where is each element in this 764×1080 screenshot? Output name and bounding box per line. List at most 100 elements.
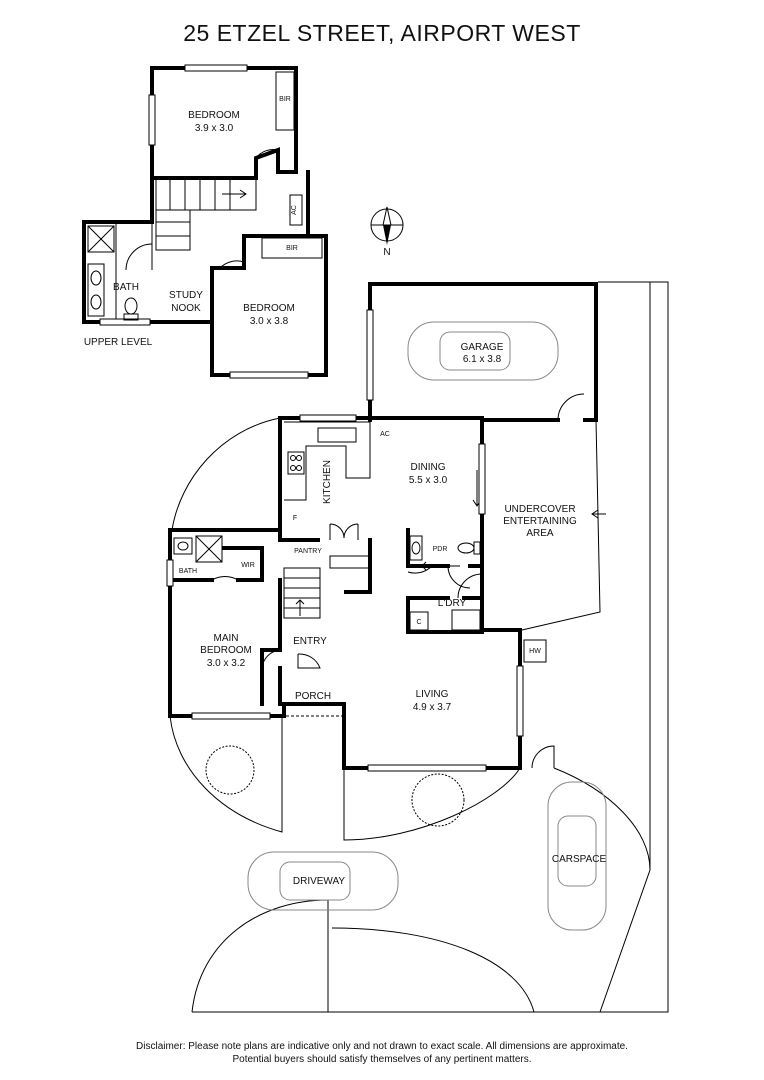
- bath-partition: [115, 222, 153, 322]
- bir-label: BIR: [279, 96, 291, 103]
- fridge-label: F: [293, 515, 297, 522]
- porch-label: PORCH: [295, 691, 331, 702]
- bath-upper-label: BATH: [113, 282, 139, 293]
- bir-cupboard: [275, 71, 295, 131]
- site-boundary: [192, 281, 669, 1013]
- cooktop: [287, 451, 305, 475]
- garden-curve: [171, 417, 281, 531]
- carspace-label: CARSPACE: [552, 854, 607, 865]
- wir-label: WIR: [241, 562, 255, 569]
- ac-unit: [289, 194, 303, 226]
- toilet: [173, 537, 193, 555]
- main-bedroom-label-2: BEDROOM: [200, 645, 252, 656]
- compass-icon: N: [370, 206, 404, 258]
- boundary-inner: [599, 282, 651, 1013]
- window: [366, 309, 374, 401]
- upper-level-label: UPPER LEVEL: [84, 337, 153, 348]
- undercover-label-2: ENTERTAINING: [503, 516, 577, 527]
- door-swing: [447, 565, 471, 589]
- pantry-label: PANTRY: [294, 548, 322, 555]
- shower: [195, 535, 223, 563]
- disclaimer: Disclaimer: Please note plans are indica…: [0, 1040, 764, 1066]
- driveway-label: DRIVEWAY: [293, 876, 346, 887]
- main-bedroom-label-1: MAIN: [214, 633, 239, 644]
- bedroom-upper-1-size: 3.9 x 3.0: [195, 123, 234, 134]
- vanity: [409, 535, 423, 561]
- bath-main-label: BATH: [179, 568, 197, 575]
- study-nook-label-1: STUDY: [169, 290, 203, 301]
- door-swing: [531, 745, 555, 769]
- window: [191, 712, 271, 720]
- carspace-car-icon: [547, 781, 607, 931]
- tree-icon: [411, 773, 465, 827]
- upper-stairs: [155, 177, 257, 251]
- undercover-boundary: [521, 419, 601, 631]
- window: [516, 665, 524, 737]
- bedroom-upper-2-label: BEDROOM: [243, 303, 295, 314]
- window: [367, 764, 487, 772]
- pdr-label: PDR: [433, 546, 448, 553]
- living-label: LIVING: [416, 689, 449, 700]
- door-swing: [211, 576, 239, 581]
- bedroom2-wall: [210, 234, 328, 377]
- laundry-tub: [451, 609, 481, 631]
- carspace-curve: [553, 767, 651, 871]
- door-swing: [255, 149, 279, 159]
- window: [99, 318, 151, 326]
- undercover-label-1: UNDERCOVER: [504, 504, 575, 515]
- internal-wall: [168, 546, 264, 582]
- disclaimer-line-2: Potential buyers should satisfy themselv…: [232, 1054, 532, 1065]
- bedroom-upper-2-size: 3.0 x 3.8: [250, 316, 289, 327]
- window: [299, 414, 357, 422]
- bedroom-upper-1-label: BEDROOM: [188, 110, 240, 121]
- door-swing: [457, 573, 483, 599]
- dining-label: DINING: [411, 462, 446, 473]
- internal-wall: [278, 528, 372, 594]
- dining-size: 5.5 x 3.0: [409, 475, 448, 486]
- door-swing: [219, 260, 245, 269]
- hw-unit: [523, 639, 547, 663]
- undercover-label-3: AREA: [526, 528, 554, 539]
- laundry-label: L'DRY: [438, 598, 467, 609]
- entry-label: ENTRY: [293, 636, 327, 647]
- shower: [87, 225, 115, 253]
- door-swing: [407, 565, 433, 574]
- window: [184, 64, 248, 72]
- door-swing: [125, 243, 153, 271]
- main-bedroom-size: 3.0 x 3.2: [207, 658, 246, 669]
- door-swing: [261, 649, 281, 669]
- ground-level: GARAGE 6.1 x 3.8 AC DINING 5.5 x 3.0 KIT…: [166, 281, 669, 1013]
- bir-label: BIR: [286, 245, 298, 252]
- kitchen-label: KITCHEN: [322, 460, 333, 504]
- window: [478, 443, 486, 515]
- ac-label: AC: [291, 205, 298, 215]
- bir-cupboard: [261, 237, 323, 259]
- garage-label: GARAGE: [461, 342, 504, 353]
- cupboard-label: C: [416, 619, 421, 626]
- tree-icon: [205, 745, 255, 795]
- window: [229, 371, 309, 379]
- garage-size: 6.1 x 3.8: [463, 354, 502, 365]
- upper-level: BEDROOM 3.9 x 3.0 BIR AC BIR BATH STUDY …: [82, 64, 328, 379]
- disclaimer-line-1: Disclaimer: Please note plans are indica…: [136, 1041, 628, 1052]
- door-swing: [297, 653, 321, 669]
- internal-wall: [260, 578, 282, 706]
- study-nook-label-2: NOOK: [171, 303, 201, 314]
- garage-car-icon: [407, 321, 559, 381]
- driveway-curve: [331, 927, 535, 1013]
- living-size: 4.9 x 3.7: [413, 702, 452, 713]
- driveway-curve: [191, 899, 329, 1013]
- page-title: 25 ETZEL STREET, AIRPORT WEST: [183, 20, 581, 46]
- ac-label: AC: [380, 431, 390, 438]
- pantry-door: [329, 523, 359, 540]
- sink: [317, 427, 357, 443]
- hw-label: HW: [529, 648, 541, 655]
- window: [166, 559, 174, 587]
- garden-curve: [343, 767, 521, 841]
- kitchen-bench: [284, 421, 371, 501]
- window: [148, 94, 156, 146]
- toilet: [473, 541, 481, 555]
- vanity: [87, 263, 105, 317]
- driveway-car-icon: [247, 851, 399, 911]
